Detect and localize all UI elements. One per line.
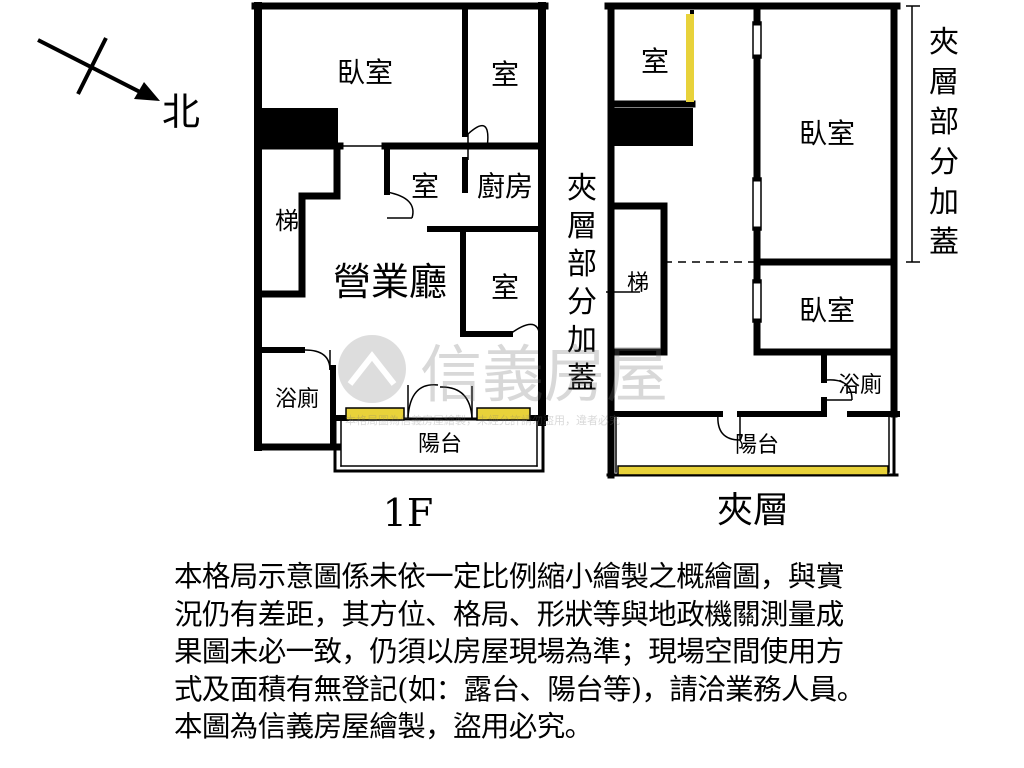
- annotation-char: 部: [929, 105, 959, 140]
- room-label-bedroom: 臥室: [337, 56, 393, 89]
- room-label-room: 室: [491, 58, 519, 91]
- room-label-balcony: 陽台: [735, 433, 779, 458]
- disclaimer-text: 本格局示意圖係未依一定比例縮小繪製之概繪圖，與實 況仍有差距，其方位、格局、形狀…: [174, 558, 974, 746]
- floor-caption-1f: 1F: [383, 491, 434, 535]
- room-label-bedroom: 臥室: [799, 117, 855, 150]
- disclaimer-line: 況仍有差距，其方位、格局、形狀等與地政機關測量成: [174, 597, 844, 631]
- room-label-balcony: 陽台: [418, 432, 462, 457]
- annotation-char: 層: [567, 209, 597, 244]
- room-label-kitchen: 廚房: [477, 170, 533, 203]
- annotation-char: 加: [567, 323, 597, 358]
- room-label-room: 室: [641, 45, 669, 78]
- watermark: 信義房屋 本格局圖為信義房屋繪製，未經允許請勿盜用，違者必究: [338, 335, 668, 427]
- annotation-char: 蓋: [567, 361, 597, 396]
- room-label-bathroom: 浴廁: [838, 373, 882, 398]
- window-1f-right: [476, 407, 531, 421]
- window-1f-left: [345, 407, 405, 421]
- annotation-char: 分: [929, 145, 959, 180]
- window-mezz-balcony: [617, 465, 889, 476]
- annotation-char: 分: [567, 285, 597, 320]
- disclaimer-line: 式及面積有無登記(如：露台、陽台等)，請洽業務人員。: [174, 672, 865, 706]
- room-label-bathroom: 浴廁: [275, 387, 319, 412]
- room-label-business-hall: 營業廳: [333, 260, 447, 304]
- annotation-char: 層: [929, 65, 959, 100]
- door-swings-1f: [304, 124, 541, 419]
- annotation-char: 夾: [567, 171, 597, 206]
- column-block: [611, 108, 693, 146]
- column-block: [258, 108, 338, 148]
- watermark-notice: 本格局圖為信義房屋繪製，未經允許請勿盜用，違者必究: [345, 413, 620, 427]
- mezzanine-details: [606, 5, 920, 441]
- watermark-brand: 信義房屋: [420, 338, 668, 411]
- room-label-room: 室: [491, 271, 519, 304]
- annotation-char: 加: [929, 185, 959, 220]
- annotation-char: 夾: [929, 25, 959, 60]
- disclaimer-line: 本格局示意圖係未依一定比例縮小繪製之概繪圖，與實: [174, 560, 844, 593]
- room-label-stairs: 梯: [275, 207, 299, 235]
- annotation-mezzanine-added-right: 夾 層 部 分 加 蓋: [929, 25, 959, 260]
- window-mezz-room: [686, 14, 694, 102]
- annotation-mezzanine-added-left: 夾 層 部 分 加 蓋: [567, 171, 597, 396]
- disclaimer-line: 果圖未必一致，仍須以房屋現場為準；現場空間使用方: [174, 635, 844, 668]
- north-label: 北: [162, 90, 200, 134]
- disclaimer-line: 本圖為信義房屋繪製，盜用必究。: [174, 710, 593, 743]
- room-label-room: 室: [411, 170, 439, 203]
- room-label-stairs: 梯: [627, 271, 649, 296]
- brand-logo-icon: [338, 335, 406, 403]
- north-arrow-icon: [134, 82, 160, 101]
- mezzanine-plan: [604, 2, 901, 479]
- compass: 北: [37, 37, 200, 134]
- room-label-bedroom: 臥室: [799, 294, 855, 327]
- floor-caption-mezzanine: 夾層: [717, 490, 789, 531]
- annotation-char: 蓋: [929, 225, 959, 260]
- annotation-char: 部: [567, 247, 597, 282]
